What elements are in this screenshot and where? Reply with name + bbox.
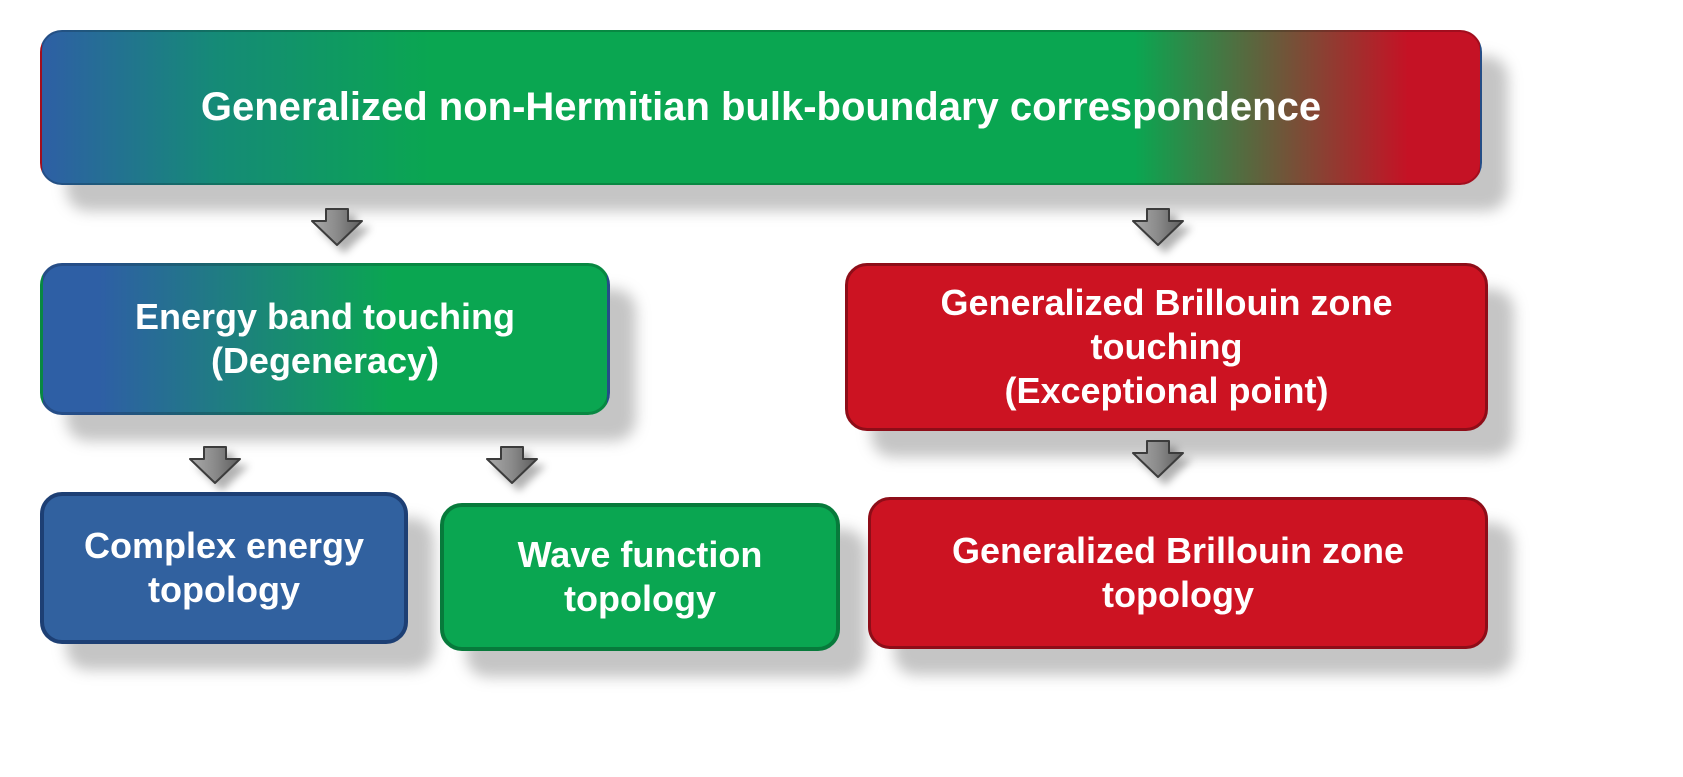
down-arrow-icon	[189, 446, 241, 484]
node-complex-energy-topology-label: Complex energy topology	[83, 525, 365, 610]
node-gbz-topology: Generalized Brillouin zone topology	[868, 497, 1488, 649]
node-bulk-boundary-correspondence-label: Generalized non-Hermitian bulk-boundary …	[200, 85, 1322, 130]
down-arrow-icon	[486, 446, 538, 484]
node-gbz-topology-label: Generalized Brillouin zone topology	[951, 530, 1405, 615]
node-bulk-boundary-correspondence: Generalized non-Hermitian bulk-boundary …	[40, 30, 1482, 185]
down-arrow-icon	[311, 208, 363, 246]
node-complex-energy-topology: Complex energy topology	[40, 492, 408, 644]
down-arrow-icon	[1132, 440, 1184, 478]
node-energy-band-touching-label: Energy band touching (Degeneracy)	[134, 296, 515, 381]
node-gbz-touching-label: Generalized Brillouin zone touching (Exc…	[940, 282, 1393, 411]
node-energy-band-touching: Energy band touching (Degeneracy)	[40, 263, 610, 415]
node-wave-function-topology: Wave function topology	[440, 503, 840, 651]
down-arrow-icon	[1132, 208, 1184, 246]
node-gbz-touching: Generalized Brillouin zone touching (Exc…	[845, 263, 1488, 431]
node-wave-function-topology-label: Wave function topology	[517, 534, 763, 619]
